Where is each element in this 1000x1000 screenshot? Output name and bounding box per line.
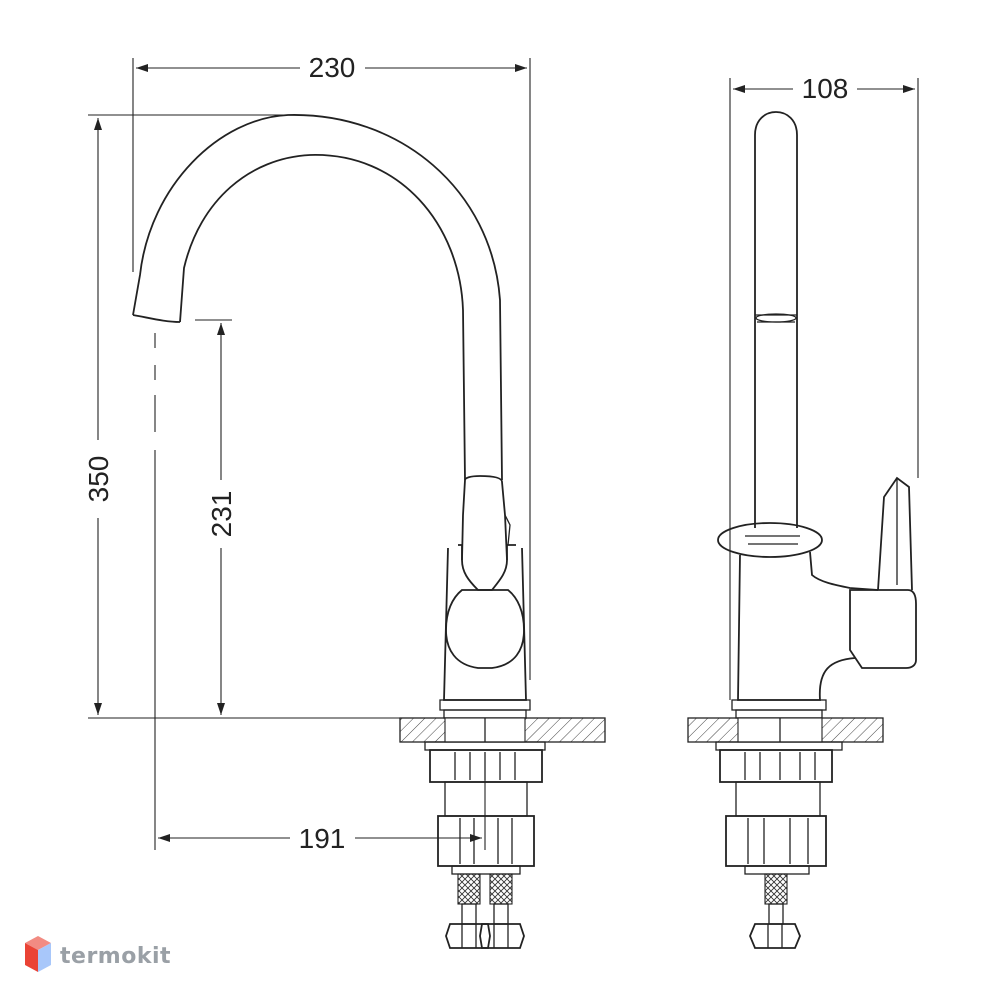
dim-label-230: 230 — [309, 52, 356, 83]
front-spout — [132, 114, 503, 481]
dim-label-191: 191 — [299, 823, 346, 854]
cube-right-face — [38, 943, 51, 972]
cube-logo-icon — [25, 936, 51, 972]
termokit-watermark: termokit — [25, 936, 171, 972]
front-view — [132, 114, 606, 949]
side-lever-handle — [849, 476, 917, 669]
front-hoses — [445, 873, 525, 949]
cube-left-face — [25, 943, 38, 972]
dim-label-231: 231 — [206, 491, 237, 538]
side-spout — [754, 111, 798, 528]
side-mounting — [715, 741, 843, 875]
front-body — [439, 544, 531, 719]
side-hose — [749, 873, 801, 949]
front-mounting — [424, 741, 546, 875]
dimension-labels: 230 108 350 231 191 — [83, 52, 848, 854]
side-view — [687, 111, 917, 949]
dim-label-108: 108 — [802, 73, 849, 104]
front-lever-handle — [461, 475, 511, 591]
side-countertop — [687, 717, 884, 743]
side-swivel-ring — [717, 522, 823, 558]
side-body — [731, 551, 879, 719]
dimension-lines — [88, 58, 919, 850]
front-countertop — [399, 717, 606, 743]
dim-label-350: 350 — [83, 456, 114, 503]
watermark-text: termokit — [60, 944, 171, 969]
